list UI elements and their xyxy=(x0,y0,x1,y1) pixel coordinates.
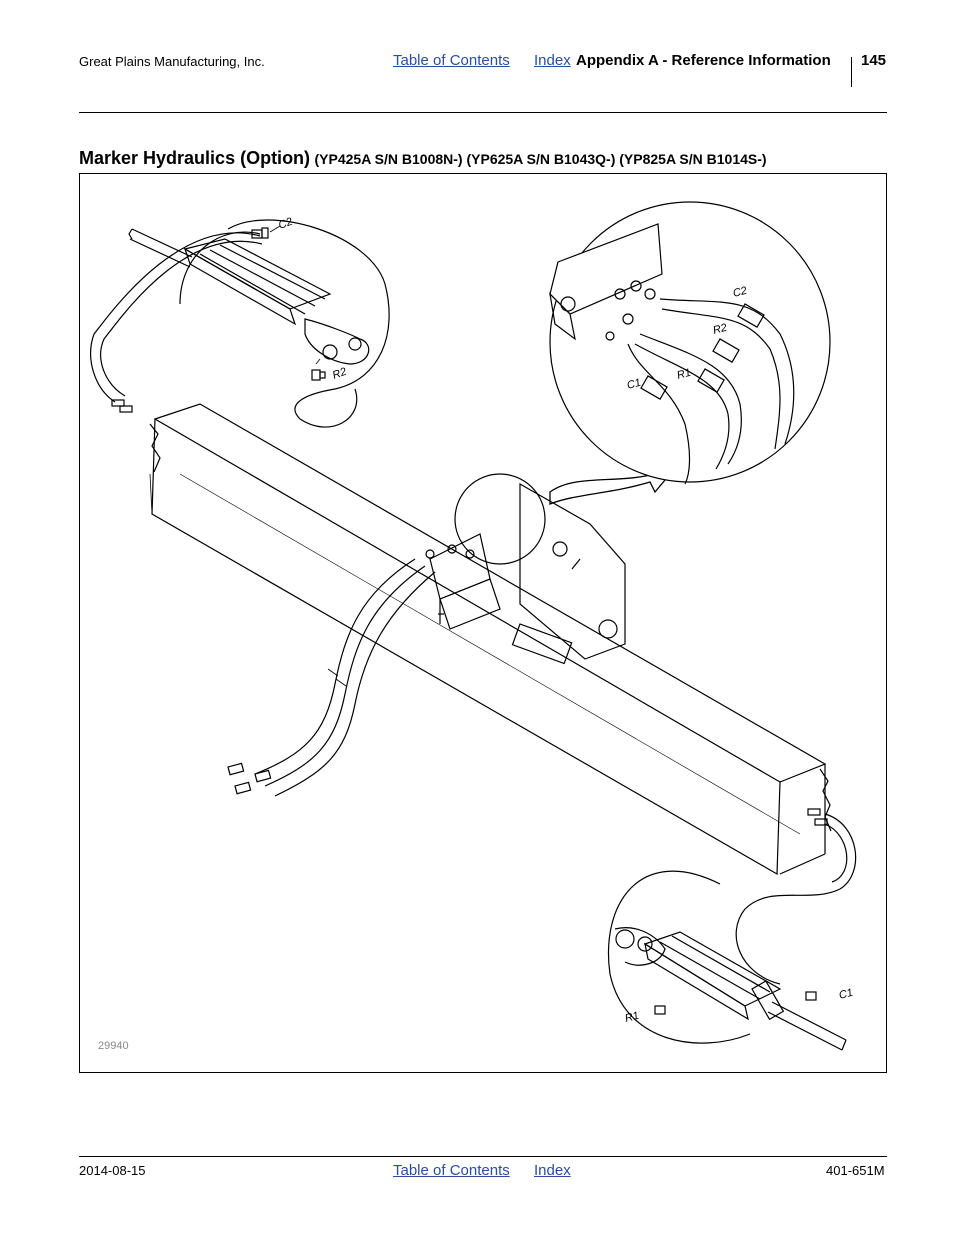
label-c1-detail: C1 xyxy=(626,377,643,392)
hydraulics-drawing: C2 R2 xyxy=(90,201,857,1051)
figure-number: 29940 xyxy=(98,1040,129,1052)
index-link[interactable]: Index xyxy=(534,52,571,69)
document-number: 401-651M xyxy=(826,1163,885,1178)
title-main: Marker Hydraulics (Option) xyxy=(79,148,311,168)
bottom-cylinder-detail: C1 R1 xyxy=(607,870,855,1051)
label-r2-detail: R2 xyxy=(712,322,729,337)
valve-detail-circle: C2 R2 R1 C1 xyxy=(549,201,831,485)
header-divider xyxy=(851,57,852,87)
page-title: Marker Hydraulics (Option) (YP425A S/N B… xyxy=(79,148,767,169)
top-cylinder-detail: C2 R2 xyxy=(128,216,390,428)
header-rule xyxy=(79,112,887,113)
label-r2-top: R2 xyxy=(331,366,348,382)
footer-rule xyxy=(79,1156,887,1157)
label-r1-detail: R1 xyxy=(676,367,693,382)
footer-index-link[interactable]: Index xyxy=(534,1162,571,1179)
hydraulics-figure: C2 R2 xyxy=(79,173,887,1073)
bottom-hoses xyxy=(735,808,857,985)
label-c2-detail: C2 xyxy=(732,285,749,300)
company-name: Great Plains Manufacturing, Inc. xyxy=(79,54,265,69)
section-title: Appendix A - Reference Information xyxy=(576,52,831,69)
table-of-contents-link[interactable]: Table of Contents xyxy=(393,52,510,69)
center-mount xyxy=(425,462,672,665)
label-r1-bottom: R1 xyxy=(624,1010,641,1025)
page-number: 145 xyxy=(861,52,887,69)
label-c2-top: C2 xyxy=(277,216,294,232)
valve-hoses xyxy=(227,558,436,797)
label-c1-bottom: C1 xyxy=(838,987,855,1002)
footer-table-of-contents-link[interactable]: Table of Contents xyxy=(393,1162,510,1179)
footer-date: 2014-08-15 xyxy=(79,1163,146,1178)
title-models: (YP425A S/N B1008N-) (YP625A S/N B1043Q-… xyxy=(314,151,767,167)
top-hoses xyxy=(90,232,263,413)
